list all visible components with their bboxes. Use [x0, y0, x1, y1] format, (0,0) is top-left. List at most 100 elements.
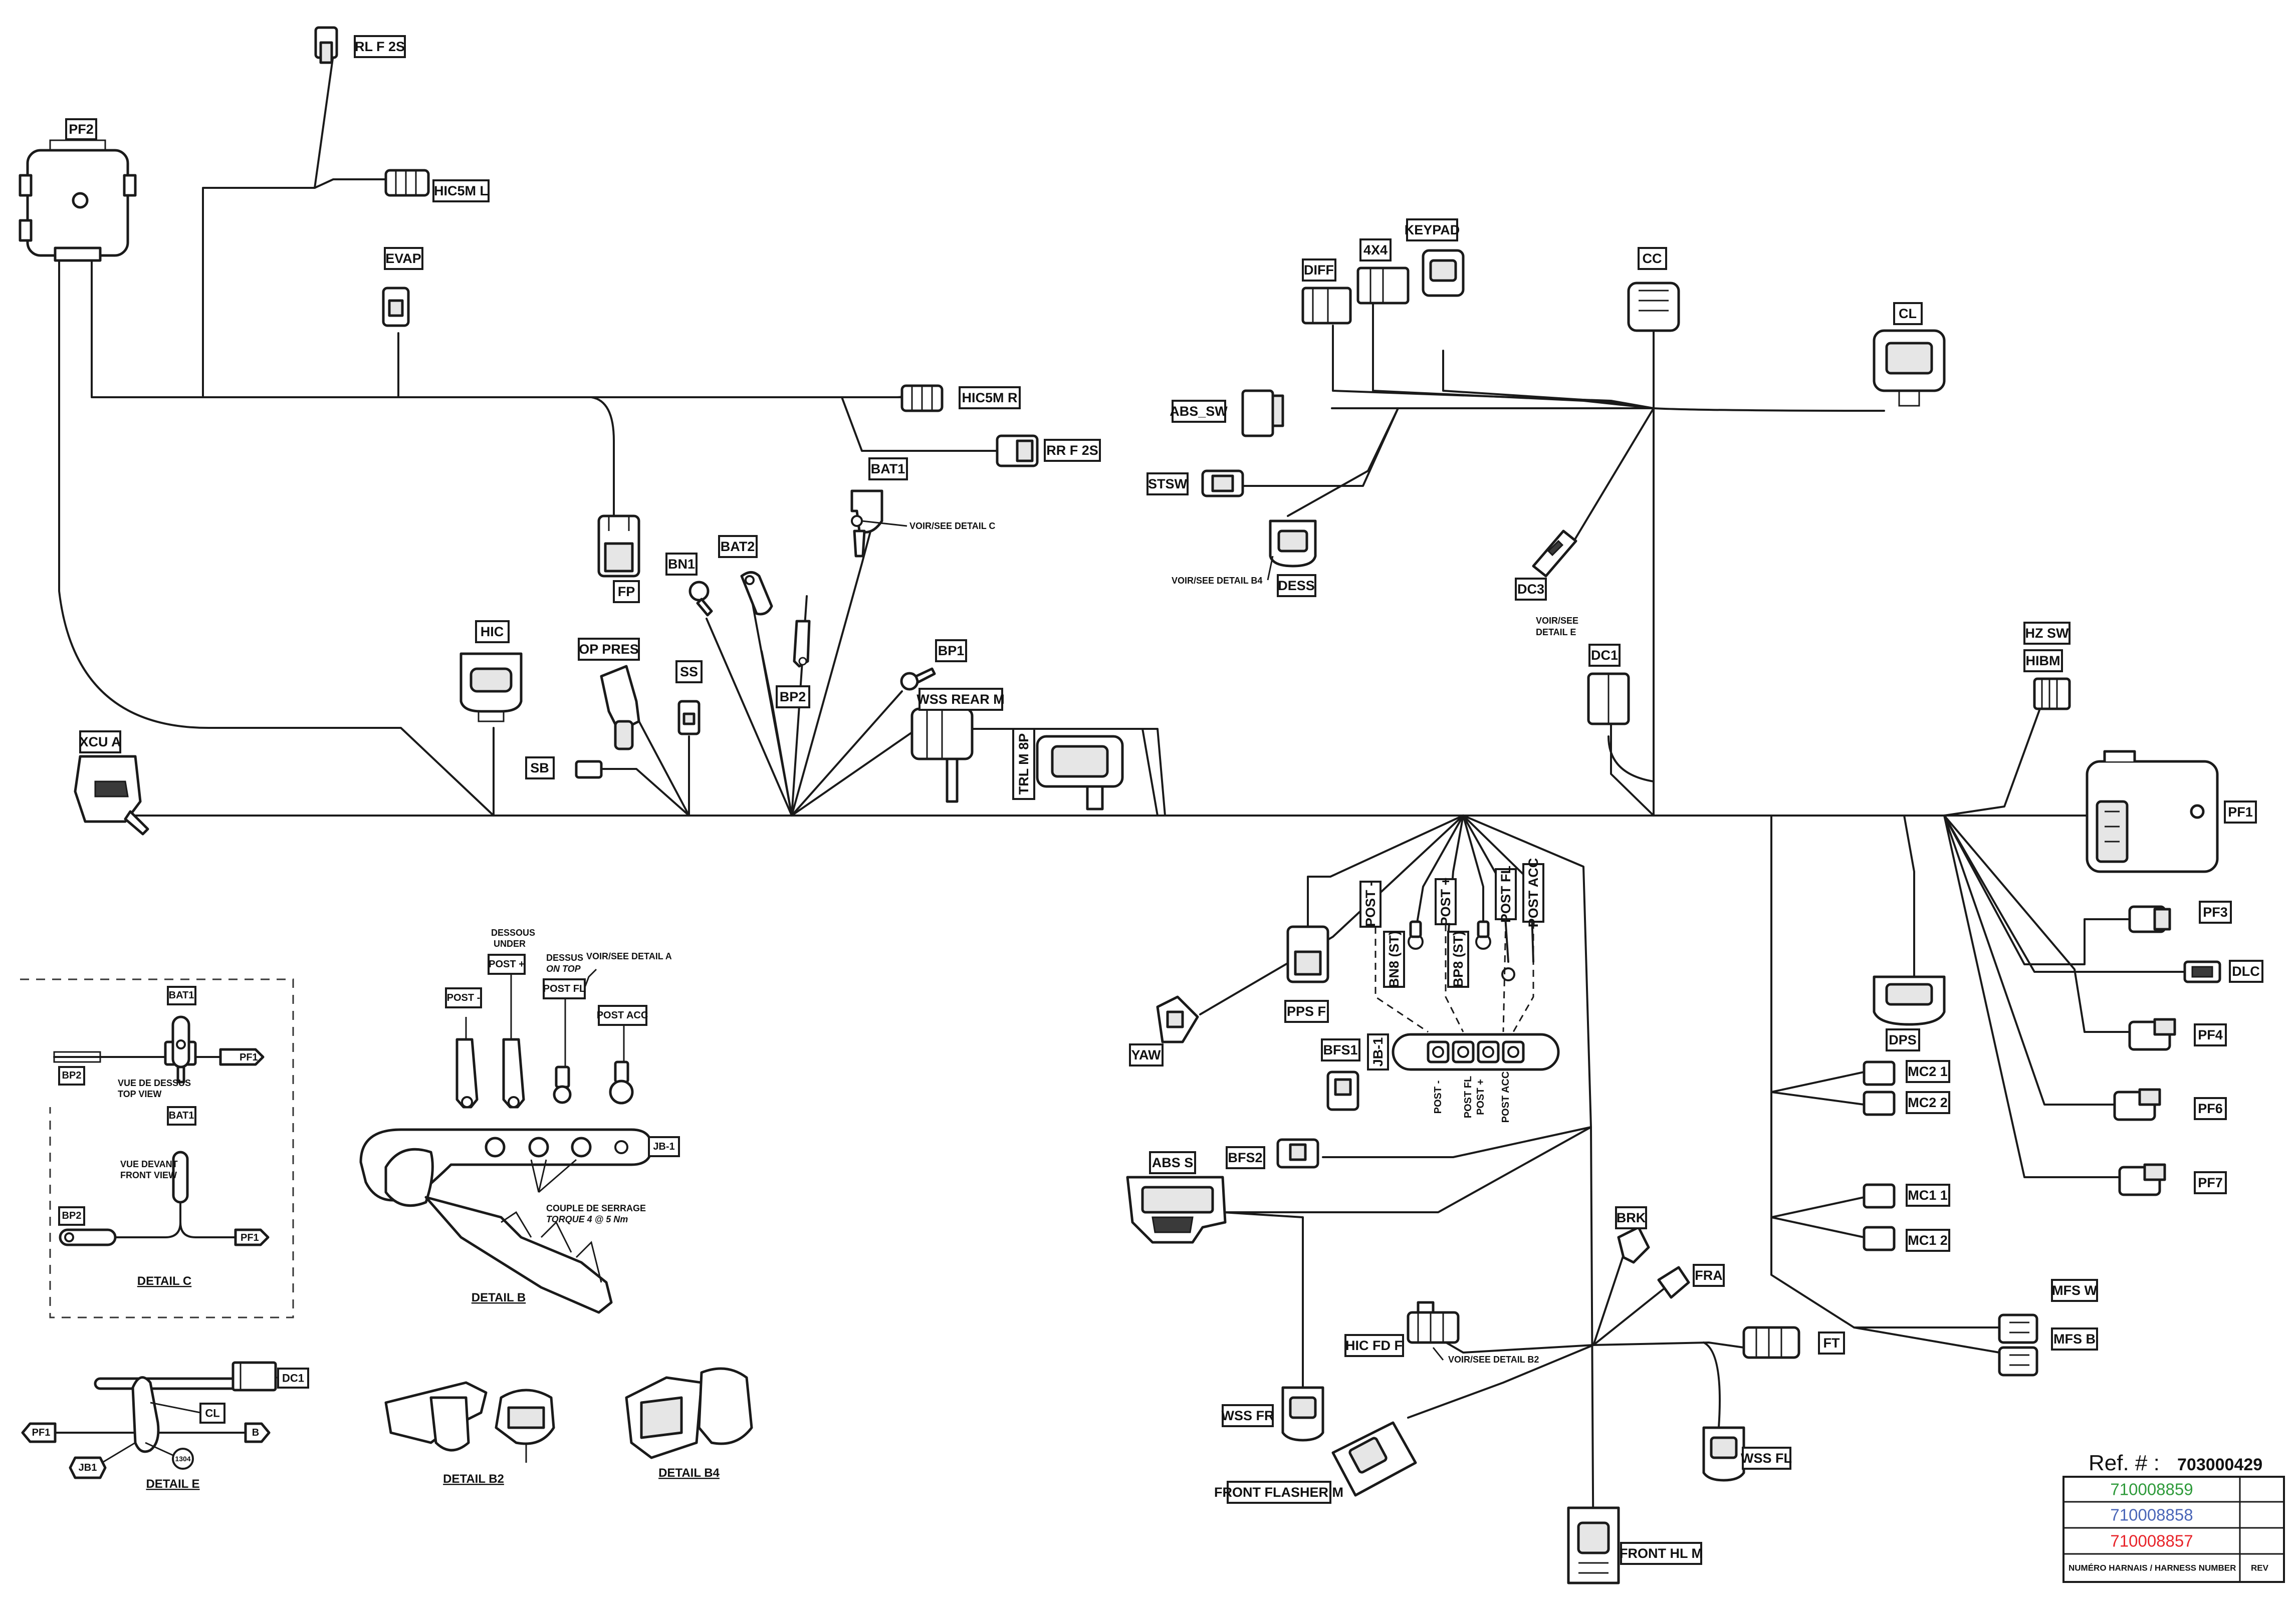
svg-text:RL F 2S: RL F 2S: [355, 39, 405, 54]
svg-text:POST FL: POST FL: [543, 983, 585, 994]
svg-text:ABS_SW: ABS_SW: [1170, 404, 1228, 419]
bfs2-switch-icon: [1276, 1138, 1319, 1169]
abs-module-icon: [1126, 1176, 1227, 1244]
svg-text:BAT1: BAT1: [871, 461, 905, 476]
svg-text:FP: FP: [618, 584, 635, 599]
dlc-connector-icon: [2183, 960, 2221, 983]
detail-b-label-post-minus: POST -: [445, 987, 482, 1008]
label-dps: DPS: [1886, 1028, 1920, 1051]
label-bp8-st: BP8 (ST): [1447, 931, 1469, 988]
label-stsw: STSW: [1146, 472, 1189, 495]
label-pf7: PF7: [2194, 1171, 2227, 1194]
label-ft: FT: [1818, 1331, 1845, 1355]
ref-number: 703000429: [2177, 1455, 2262, 1474]
svg-text:WSS FR: WSS FR: [1222, 1408, 1274, 1423]
label-wss-rear-m: WSS REAR M: [916, 688, 1005, 711]
detail-b2-caption: DETAIL B2: [443, 1472, 504, 1486]
dps-sensor-icon: [1873, 975, 1946, 1026]
label-4x4: 4X4: [1359, 238, 1392, 261]
note-post-acc: POST ACC: [1500, 1072, 1511, 1123]
bn8-ring-terminal-icon: [1408, 920, 1424, 950]
label-bfs1: BFS1: [1321, 1038, 1360, 1061]
svg-text:HIC5M L: HIC5M L: [434, 183, 488, 198]
label-mfs-b: MFS B: [2051, 1327, 2098, 1351]
pf4-connector-icon: [2128, 1018, 2176, 1051]
hic5m-l-connector-icon: [384, 169, 430, 197]
detail-c-caption: DETAIL C: [137, 1274, 191, 1288]
label-evap: EVAP: [384, 247, 423, 270]
svg-text:BAT1: BAT1: [169, 990, 194, 1001]
svg-text:WSS FL: WSS FL: [1741, 1451, 1792, 1466]
detail-b-labels: POST - POST + POST FL POST ACC JB-1: [445, 954, 680, 1157]
bfs1-switch-icon: [1326, 1071, 1359, 1111]
svg-text:MC2 2: MC2 2: [1908, 1095, 1948, 1110]
svg-text:POST FL: POST FL: [1498, 866, 1513, 923]
svg-text:BFS2: BFS2: [1228, 1150, 1262, 1165]
svg-text:XCU A: XCU A: [79, 734, 121, 749]
svg-text:OP PRES: OP PRES: [579, 642, 639, 657]
svg-text:BN1: BN1: [668, 557, 695, 572]
rr-f-2s-connector-icon: [996, 434, 1039, 467]
junction-block-jb1-icon: [1392, 1033, 1560, 1071]
note-voir-detail-e-1: VOIR/SEE: [1536, 616, 1578, 626]
connector-labels: RL F 2S PF2 HIC5M L EVAP HIC5M R RR F 2S…: [65, 35, 2263, 1565]
label-ss: SS: [675, 660, 703, 683]
note-voir-detail-b2: VOIR/SEE DETAIL B2: [1448, 1355, 1539, 1365]
detail-b-label-post-plus: POST +: [488, 954, 526, 975]
label-dc3: DC3: [1515, 578, 1547, 601]
detail-c-labels: BAT1 BP2 BAT1 BP2: [58, 986, 196, 1226]
yaw-sensor-icon: [1156, 995, 1199, 1043]
detail-b2: [384, 1381, 555, 1463]
svg-text:POST -: POST -: [1363, 882, 1378, 927]
label-bn8-st: BN8 (ST): [1383, 931, 1405, 988]
mc2-1-connector-icon: [1863, 1060, 1896, 1086]
svg-text:DPS: DPS: [1889, 1032, 1917, 1047]
label-mfs-w: MFS W: [2051, 1279, 2098, 1302]
detail-e-b: B: [252, 1427, 259, 1438]
svg-text:PF6: PF6: [2198, 1101, 2223, 1116]
detail-c-vue-devant-2: FRONT VIEW: [120, 1170, 177, 1180]
detail-c-label-bat1-top: BAT1: [167, 986, 196, 1005]
detail-c-pf1-front: PF1: [241, 1232, 259, 1243]
svg-text:JB-1: JB-1: [1370, 1037, 1386, 1067]
svg-text:MC1 1: MC1 1: [1908, 1188, 1948, 1203]
detail-b4: [625, 1367, 753, 1459]
label-cl: CL: [1893, 302, 1923, 325]
svg-text:MC2 1: MC2 1: [1908, 1064, 1948, 1079]
note-post-plus: POST +: [1475, 1079, 1486, 1115]
bp8-ring-terminal-icon: [1475, 920, 1491, 950]
svg-text:PF1: PF1: [2228, 805, 2253, 820]
label-pf4: PF4: [2194, 1023, 2227, 1046]
dc3-connector-icon: [1532, 529, 1577, 578]
label-bat1: BAT1: [868, 457, 908, 480]
svg-text:MFS B: MFS B: [2053, 1331, 2096, 1347]
svg-text:BFS1: BFS1: [1323, 1042, 1357, 1057]
label-jb1: JB-1: [1367, 1033, 1389, 1071]
svg-text:POST ACC: POST ACC: [597, 1010, 648, 1021]
svg-text:BRK: BRK: [1617, 1210, 1646, 1225]
svg-text:BAT1: BAT1: [169, 1110, 194, 1121]
svg-text:POST -: POST -: [447, 992, 481, 1003]
svg-text:PF3: PF3: [2203, 905, 2228, 920]
dess-connector-icon: [1269, 519, 1317, 568]
svg-text:BP8 (ST): BP8 (ST): [1451, 931, 1466, 988]
mc1-2-connector-icon: [1863, 1226, 1896, 1251]
svg-text:MC1 2: MC1 2: [1908, 1233, 1948, 1248]
detail-e-tags: PF1 B JB1 1304: [21, 1422, 271, 1479]
op-pres-sensor-icon: [600, 665, 640, 750]
pf2-fusebox-icon: [19, 139, 137, 262]
label-xcu-a: XCU A: [79, 730, 121, 753]
label-mc1-2: MC1 2: [1906, 1229, 1950, 1252]
label-wss-fr: WSS FR: [1222, 1404, 1274, 1427]
detail-b-dessus-2: ON TOP: [546, 964, 581, 974]
label-dlc: DLC: [2229, 960, 2263, 983]
label-yaw: YAW: [1129, 1043, 1164, 1066]
label-mc1-1: MC1 1: [1906, 1184, 1950, 1207]
4x4-connector-icon: [1356, 266, 1410, 305]
detail-c-label-bat1-front: BAT1: [167, 1106, 196, 1126]
detail-c-label-bp2-front: BP2: [58, 1206, 85, 1226]
svg-text:STSW: STSW: [1148, 476, 1188, 491]
svg-text:FRA: FRA: [1695, 1268, 1723, 1283]
svg-text:HIC FD F: HIC FD F: [1345, 1338, 1403, 1353]
